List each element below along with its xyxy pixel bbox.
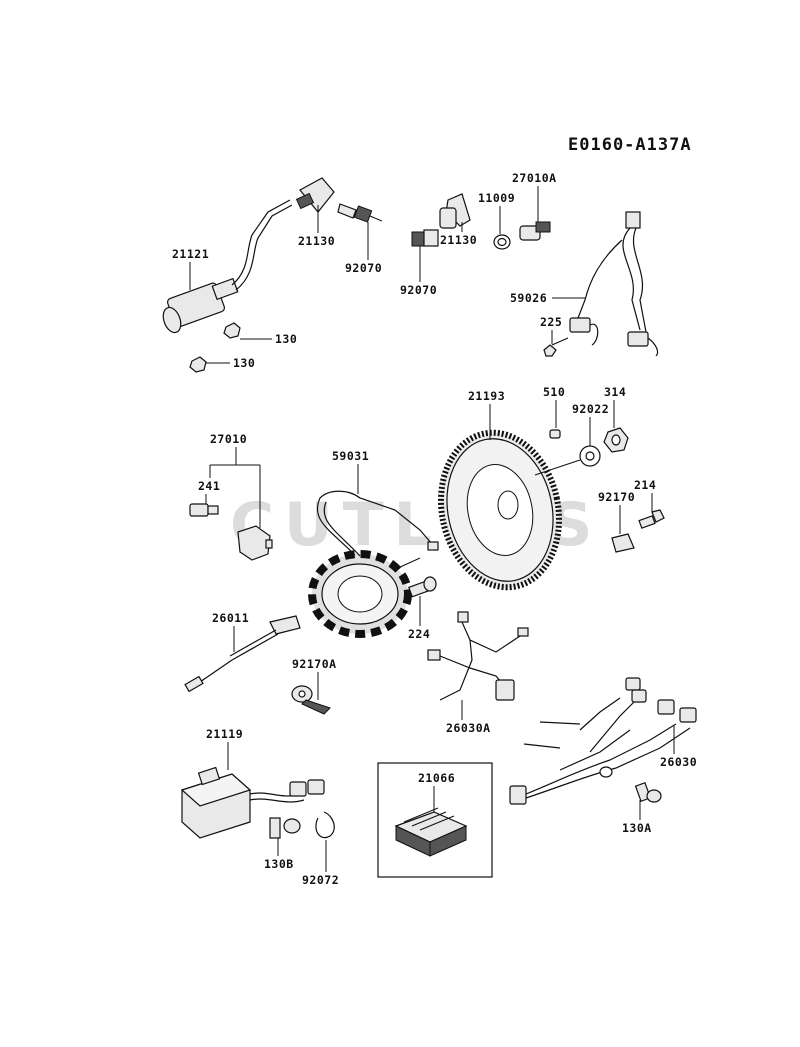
rectifier-21066 — [394, 807, 468, 857]
spark-plug-92070-right — [411, 229, 439, 247]
harness-26030 — [509, 677, 697, 805]
bolt-214 — [638, 509, 665, 529]
label-130B: 130B — [264, 857, 294, 871]
stator-59031 — [308, 490, 439, 638]
label-59031: 59031 — [332, 449, 369, 463]
key-510 — [549, 429, 561, 439]
label-241: 241 — [198, 479, 220, 493]
switch-27010 — [237, 525, 273, 561]
label-27010A: 27010A — [512, 171, 557, 185]
diagram-code: E0160-A137A — [568, 135, 692, 155]
label-26011: 26011 — [212, 611, 249, 625]
label-314: 314 — [604, 385, 626, 399]
nut-314 — [603, 427, 629, 453]
label-92070-left: 92070 — [345, 261, 382, 275]
washer-92022 — [579, 445, 601, 467]
label-214: 214 — [634, 478, 656, 492]
flywheel-21193 — [437, 429, 563, 591]
label-21130-right: 21130 — [440, 233, 477, 247]
bracket-92170A — [291, 685, 331, 715]
plug-cap-21130-right — [439, 193, 471, 229]
label-510: 510 — [543, 385, 565, 399]
bolt-241 — [189, 503, 219, 517]
label-21119: 21119 — [206, 727, 243, 741]
label-59026: 59026 — [510, 291, 547, 305]
label-21130-left: 21130 — [298, 234, 335, 248]
label-130A: 130A — [622, 821, 652, 835]
sensor-26011 — [184, 615, 301, 693]
label-11009: 11009 — [478, 191, 515, 205]
label-225: 225 — [540, 315, 562, 329]
label-92022: 92022 — [572, 402, 609, 416]
label-21066: 21066 — [418, 771, 455, 785]
label-130-lower: 130 — [233, 356, 255, 370]
label-21121: 21121 — [172, 247, 209, 261]
regulator-21119 — [180, 766, 325, 839]
switch-27010A — [519, 221, 551, 241]
spark-plug-92070-left — [337, 203, 383, 223]
label-130-upper: 130 — [275, 332, 297, 346]
label-92072: 92072 — [302, 873, 339, 887]
label-224: 224 — [408, 627, 430, 641]
ignition-coil-21121 — [162, 199, 293, 334]
label-92070-right: 92070 — [400, 283, 437, 297]
bolt-130-upper — [223, 322, 241, 339]
bracket-92170 — [611, 533, 635, 553]
bolt-130-lower — [189, 356, 207, 373]
washer-11009 — [493, 234, 511, 250]
bolt-130A — [634, 782, 662, 803]
label-27010: 27010 — [210, 432, 247, 446]
label-92170A: 92170A — [292, 657, 337, 671]
label-26030: 26030 — [660, 755, 697, 769]
screw-225 — [543, 337, 569, 357]
bolt-130B — [269, 817, 301, 839]
label-92170: 92170 — [598, 490, 635, 504]
label-21193: 21193 — [468, 389, 505, 403]
harness-59026 — [569, 211, 659, 357]
harness-26030A — [427, 611, 529, 701]
clip-92072 — [315, 811, 335, 839]
bolt-224 — [397, 557, 437, 598]
label-26030A: 26030A — [446, 721, 491, 735]
plug-cap-21130-left — [295, 177, 335, 213]
